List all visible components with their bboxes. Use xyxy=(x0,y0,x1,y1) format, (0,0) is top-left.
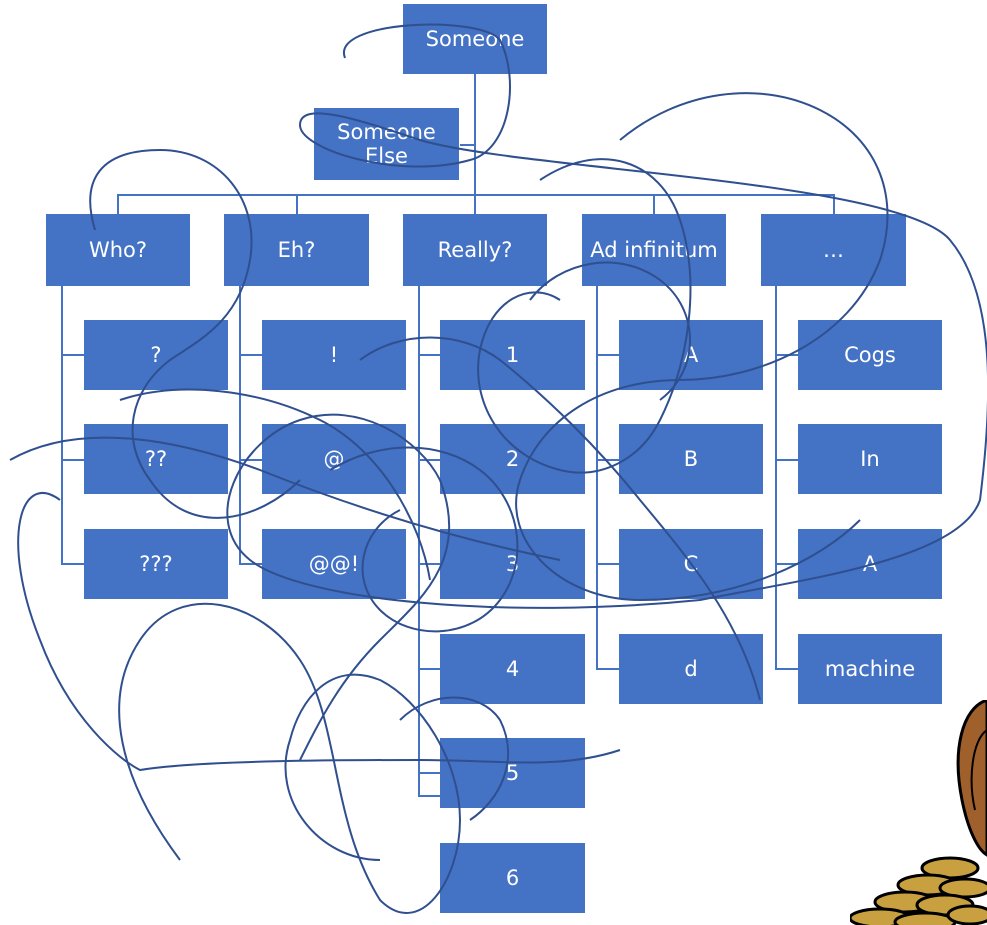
node-child-label: C xyxy=(683,552,699,576)
node-branch-really: Really? xyxy=(403,214,547,286)
connector-tick xyxy=(775,668,798,670)
connector-tick xyxy=(775,354,798,356)
node-child-label: ! xyxy=(329,343,339,367)
connector-tick xyxy=(596,668,619,670)
node-child: 1 xyxy=(440,320,585,390)
connector-tick xyxy=(239,354,262,356)
connector-branch-3 xyxy=(418,286,420,796)
node-child-label: 3 xyxy=(505,552,520,576)
node-child: 4 xyxy=(440,634,585,704)
connector-tick xyxy=(61,459,84,461)
connector-drop-2 xyxy=(296,194,298,214)
connector-tick xyxy=(239,563,262,565)
connector-tick xyxy=(239,459,262,461)
node-child-label: Cogs xyxy=(844,343,896,367)
node-child-label: @ xyxy=(323,447,345,471)
node-child: @@! xyxy=(262,529,406,599)
node-child-label: ? xyxy=(150,343,162,367)
connector-drop-1 xyxy=(117,194,119,214)
node-child-label: ??? xyxy=(139,552,173,576)
node-child: C xyxy=(619,529,763,599)
node-child: d xyxy=(619,634,763,704)
connector-drop-3 xyxy=(474,194,476,214)
node-branch-label: Eh? xyxy=(277,238,316,262)
connector-root-trunk xyxy=(474,74,476,195)
node-child-label: B xyxy=(683,447,699,471)
node-child-label: 4 xyxy=(505,657,520,681)
node-child: machine xyxy=(798,634,942,704)
connector-tick xyxy=(418,668,440,670)
node-branch-label: Who? xyxy=(88,238,148,262)
connector-branch-5 xyxy=(775,286,777,668)
connector-branch-1 xyxy=(61,286,63,564)
node-child: A xyxy=(619,320,763,390)
node-child-label: machine xyxy=(824,657,916,681)
node-child: B xyxy=(619,424,763,494)
node-child-label: 6 xyxy=(505,866,520,890)
connector-branch-4 xyxy=(596,286,598,668)
node-child: 6 xyxy=(440,843,585,913)
node-branch-label: Ad infinitum xyxy=(590,238,718,262)
node-child: Cogs xyxy=(798,320,942,390)
node-child: 5 xyxy=(440,738,585,808)
node-child: @ xyxy=(262,424,406,494)
connector-tick xyxy=(61,563,84,565)
node-child-label: A xyxy=(683,343,699,367)
node-branch-who: Who? xyxy=(46,214,190,286)
node-child-label: 2 xyxy=(505,447,520,471)
node-child: ? xyxy=(84,320,228,390)
connector-tick xyxy=(775,563,798,565)
node-child: ! xyxy=(262,320,406,390)
node-branch-ad-infinitum: Ad infinitum xyxy=(582,214,726,286)
node-root-label: Someone xyxy=(425,27,525,51)
connector-tick xyxy=(418,354,440,356)
connector-drop-4 xyxy=(653,194,655,214)
connector-tick xyxy=(418,563,440,565)
connector-tick xyxy=(775,459,798,461)
node-child-label: 5 xyxy=(505,761,520,785)
connector-tick xyxy=(418,772,440,774)
connector-tick xyxy=(61,354,84,356)
node-child-label: In xyxy=(860,447,880,471)
connector-tick xyxy=(418,459,440,461)
connector-branch-2 xyxy=(239,286,241,564)
connector-tick xyxy=(418,795,440,797)
node-branch-ellipsis: … xyxy=(761,214,906,286)
connector-tick xyxy=(596,459,619,461)
node-child-label: A xyxy=(862,552,878,576)
connector-top-bar xyxy=(117,194,835,196)
connector-drop-5 xyxy=(833,194,835,214)
node-child: ??? xyxy=(84,529,228,599)
node-child: In xyxy=(798,424,942,494)
connector-tick xyxy=(596,354,619,356)
node-branch-label: Really? xyxy=(437,238,513,262)
node-child-label: @@! xyxy=(308,552,360,576)
node-root: Someone xyxy=(403,4,547,74)
node-assistant: Someone Else xyxy=(314,108,459,180)
node-child: 3 xyxy=(440,529,585,599)
node-child: A xyxy=(798,529,942,599)
node-branch-eh: Eh? xyxy=(224,214,369,286)
connector-tick xyxy=(596,563,619,565)
node-child-label: d xyxy=(684,657,698,681)
node-assistant-label: Someone Else xyxy=(337,120,436,168)
node-child-label: ?? xyxy=(144,447,168,471)
character-with-coins xyxy=(850,700,987,925)
node-child: ?? xyxy=(84,424,228,494)
connector-assistant xyxy=(460,144,476,146)
node-branch-label: … xyxy=(823,238,844,262)
node-child-label: 1 xyxy=(505,343,520,367)
node-child: 2 xyxy=(440,424,585,494)
